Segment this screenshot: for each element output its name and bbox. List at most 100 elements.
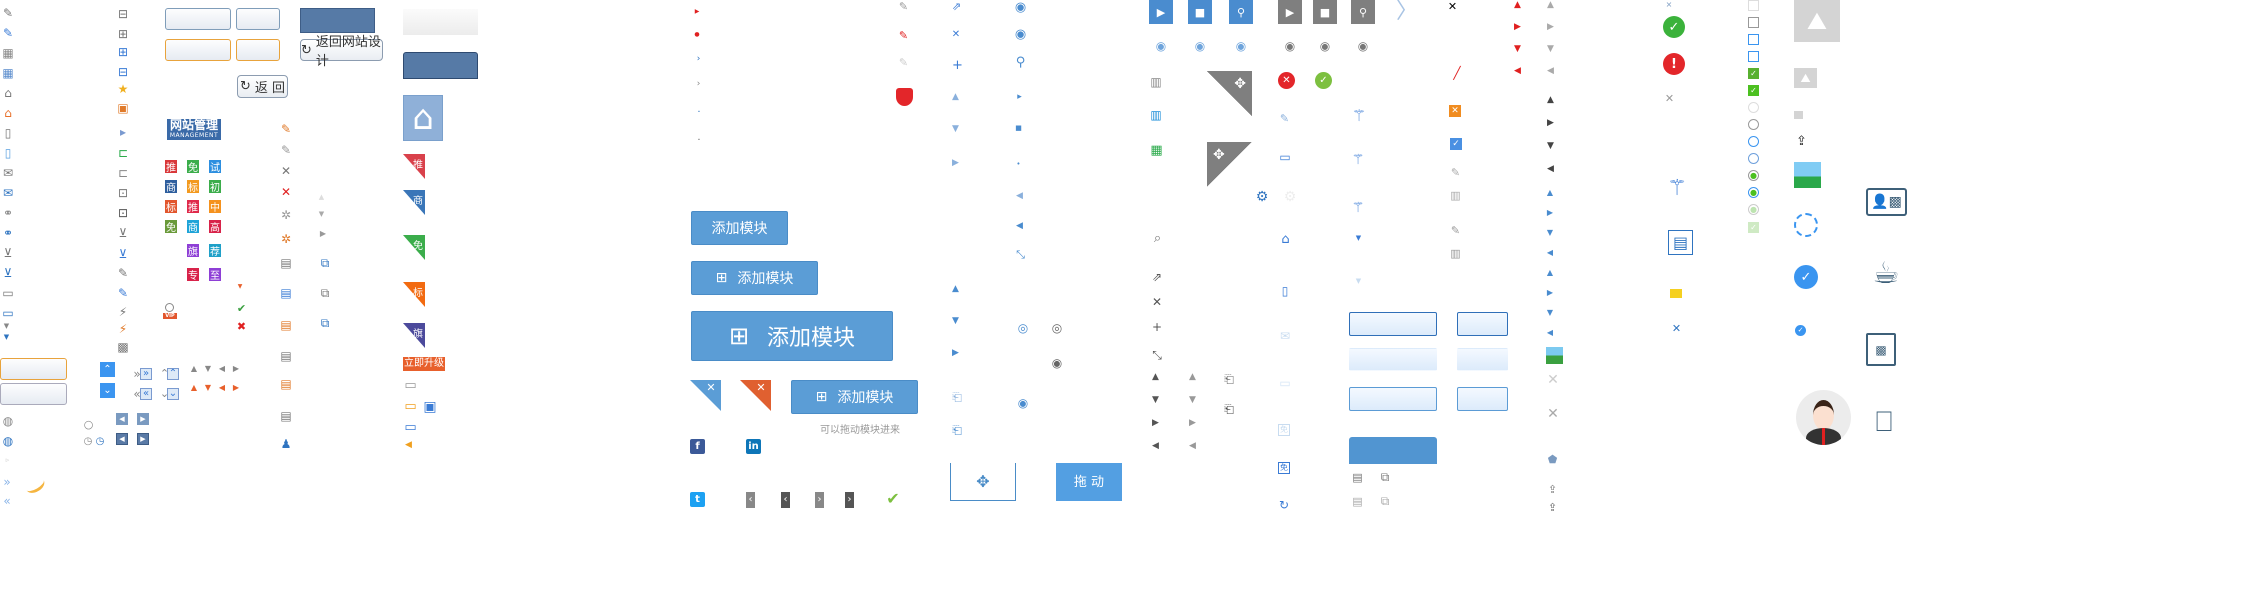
- next-arrow-button[interactable]: ›: [845, 492, 854, 508]
- close-black-icon[interactable]: ✕: [1447, 0, 1458, 13]
- computer-user-color-icon[interactable]: ▭: [2, 306, 14, 320]
- page-add-icon[interactable]: ▤: [280, 286, 292, 300]
- clock-blue-icon[interactable]: ◷: [95, 436, 105, 447]
- next-button-active[interactable]: ▶: [137, 433, 149, 445]
- arrow-down-black-icon[interactable]: ▼: [1547, 141, 1554, 151]
- arrow-left-dark-icon[interactable]: ◀: [1152, 441, 1159, 451]
- chat-notify-blue-icon[interactable]: ▣: [423, 399, 437, 415]
- next-arrow-button[interactable]: ›: [815, 492, 824, 508]
- mail-light-icon[interactable]: ✉: [1279, 329, 1291, 343]
- resize-icon[interactable]: ⤡: [1016, 248, 1025, 261]
- move-corner-top[interactable]: ✥: [1207, 71, 1252, 116]
- arrow-left-blue-2-icon[interactable]: ◀: [1546, 328, 1554, 337]
- window-link-color-icon[interactable]: ⧉: [320, 316, 330, 330]
- home-icon[interactable]: ⌂: [4, 86, 12, 100]
- upload-grey-icon[interactable]: ⇪: [1547, 483, 1558, 496]
- chat-blue-icon[interactable]: ▭: [404, 420, 417, 435]
- pin-tile-button[interactable]: ⚲: [1229, 0, 1253, 24]
- radio-empty-icon[interactable]: ○: [83, 418, 94, 431]
- drag-button[interactable]: 拖 动: [1056, 463, 1122, 501]
- collapse-icon[interactable]: ⊟: [117, 7, 129, 21]
- flash-page-icon[interactable]: ⚡: [118, 305, 128, 319]
- tablet-color-icon[interactable]: ▯: [4, 146, 12, 160]
- tablet-icon[interactable]: ▯: [4, 126, 12, 140]
- caret-down-icon[interactable]: ▼: [3, 322, 10, 330]
- page-settings-icon[interactable]: ▤: [280, 318, 292, 332]
- arrow-left-grey-icon[interactable]: ◀: [218, 364, 226, 373]
- page-gear-icon[interactable]: ▤: [280, 349, 292, 363]
- stop-tile-button[interactable]: ■: [1188, 0, 1212, 24]
- blue-input-flat[interactable]: [1349, 348, 1437, 371]
- link-globe-icon[interactable]: ⚭: [2, 206, 14, 220]
- home-color-icon[interactable]: ⌂: [4, 106, 12, 120]
- dot-red-icon[interactable]: ●: [694, 31, 700, 38]
- trash-blue-icon[interactable]: ▥: [1150, 108, 1162, 122]
- qq-penguin-icon[interactable]: ♟: [280, 437, 292, 451]
- trash-icon[interactable]: ▥: [1150, 75, 1162, 89]
- chevron-right-large-icon[interactable]: 〉: [1395, 0, 1418, 24]
- blue-input-hover[interactable]: [1349, 387, 1437, 411]
- prev-button[interactable]: ◀: [116, 413, 128, 425]
- arrow-left-red-icon[interactable]: ◀: [1514, 66, 1521, 76]
- edit-grey-icon[interactable]: ✎: [898, 0, 909, 13]
- checkbox-unchecked[interactable]: [1748, 51, 1759, 62]
- double-left-icon[interactable]: «: [133, 387, 141, 401]
- arrow-left-blue-icon[interactable]: ◀: [1016, 221, 1023, 231]
- search-box-icon[interactable]: ⌕: [1153, 231, 1162, 246]
- map-pin-icon[interactable]: ⚲: [1015, 55, 1026, 70]
- cart-icon[interactable]: ⊻: [3, 246, 13, 260]
- redirect-icon[interactable]: ⊏: [117, 166, 129, 180]
- arrow-up-grey-icon[interactable]: ▲: [190, 364, 198, 373]
- copy-light-icon[interactable]: ⧉: [1380, 494, 1390, 508]
- play-red-icon[interactable]: ▶: [694, 8, 700, 15]
- checkbox-checked-active[interactable]: ✓: [1748, 85, 1759, 96]
- clock-icon[interactable]: ◷: [83, 436, 93, 447]
- edit-light-icon[interactable]: ✎: [898, 56, 909, 69]
- triangle-right-icon[interactable]: ▶: [319, 229, 327, 238]
- arrow-right-red-icon[interactable]: ▶: [1514, 22, 1521, 32]
- blue-filled-bar[interactable]: [1349, 437, 1437, 464]
- arrow-up-red-icon[interactable]: ▲: [1514, 0, 1521, 10]
- arrow-right-blue-2-icon[interactable]: ▶: [1546, 288, 1554, 297]
- arrow-up-orange-icon[interactable]: ▲: [190, 383, 198, 392]
- edit-doc-icon[interactable]: ✎: [2, 6, 14, 20]
- arrow-down-orange-icon[interactable]: ▼: [204, 383, 212, 392]
- pin-grey-circle-icon[interactable]: ◉: [1357, 39, 1369, 53]
- checkbox-blue-checked-icon[interactable]: ✓: [1450, 138, 1462, 150]
- qr-code-icon[interactable]: ▩: [117, 340, 129, 354]
- close-thin-grey-icon[interactable]: ✕: [1664, 92, 1675, 105]
- wide-input-focused[interactable]: [0, 358, 67, 380]
- external-link-grey-icon[interactable]: ⇗: [1151, 270, 1163, 284]
- speaker-icon[interactable]: ◀: [405, 440, 412, 450]
- arrow-up-black-icon[interactable]: ▲: [1547, 95, 1554, 105]
- wide-input[interactable]: [0, 383, 67, 405]
- drag-drop-area[interactable]: ✥: [950, 463, 1016, 501]
- close-tiny-blue-icon[interactable]: ×: [1665, 0, 1673, 9]
- linkedin-icon[interactable]: in: [746, 439, 761, 454]
- clipboard-dark-icon[interactable]: ⎗: [1224, 402, 1234, 416]
- redirect-green-icon[interactable]: ⊏: [117, 146, 129, 160]
- text-input-short[interactable]: [236, 8, 280, 30]
- prev-arrow-button[interactable]: ‹: [781, 492, 790, 508]
- facebook-icon[interactable]: f: [690, 439, 705, 454]
- pin-grey-tile-button[interactable]: ⚲: [1351, 0, 1375, 24]
- add-module-button-icon[interactable]: ⊞添加模块: [691, 261, 818, 295]
- arrow-up-blue-icon[interactable]: ▲: [1546, 188, 1554, 197]
- add-module-button-large[interactable]: ⊞添加模块: [691, 311, 893, 361]
- book-icon[interactable]: ⊡: [117, 186, 129, 200]
- stop-circle-icon[interactable]: ◉: [1014, 0, 1027, 15]
- book-dark-icon[interactable]: ⊡: [117, 206, 129, 220]
- scroll-bottom-button[interactable]: ⌄: [100, 383, 115, 398]
- edit-file-blue-icon[interactable]: ✎: [117, 286, 129, 300]
- arrow-up-mid-icon[interactable]: ▲: [1189, 372, 1196, 382]
- back-button[interactable]: ↻返 回: [237, 75, 288, 98]
- eye-grey-icon[interactable]: ◉: [1051, 356, 1063, 370]
- calendar-icon[interactable]: ▦: [2, 46, 14, 60]
- arrow-down-red-icon[interactable]: ▼: [1514, 44, 1521, 54]
- text-input[interactable]: [165, 8, 231, 30]
- dot-grey-icon[interactable]: ·: [697, 135, 701, 146]
- close-red-bold-icon[interactable]: ✖: [236, 320, 247, 333]
- arrow-right-grey-icon[interactable]: ▶: [1547, 22, 1554, 32]
- small-right-caret-icon[interactable]: ▸: [119, 125, 127, 139]
- caret-down-blue-icon[interactable]: ▼: [3, 333, 10, 341]
